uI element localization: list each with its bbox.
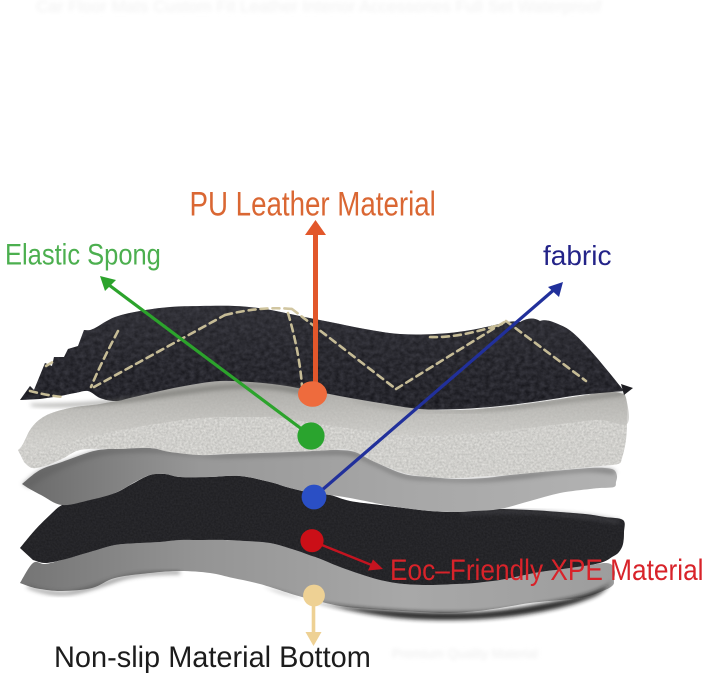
svg-text:Premium Quality Material: Premium Quality Material [392,646,538,661]
svg-text:Car Floor Mats Custom Fit Leat: Car Floor Mats Custom Fit Leather Interi… [36,0,602,16]
svg-text:Eoc–Friendly XPE Material: Eoc–Friendly XPE Material [390,552,704,586]
svg-text:fabric: fabric [543,240,611,271]
svg-text:Elastic Spong: Elastic Spong [5,238,161,271]
svg-text:Non-slip Material Bottom: Non-slip Material Bottom [54,641,371,675]
svg-text:PU Leather Material: PU Leather Material [190,185,436,223]
